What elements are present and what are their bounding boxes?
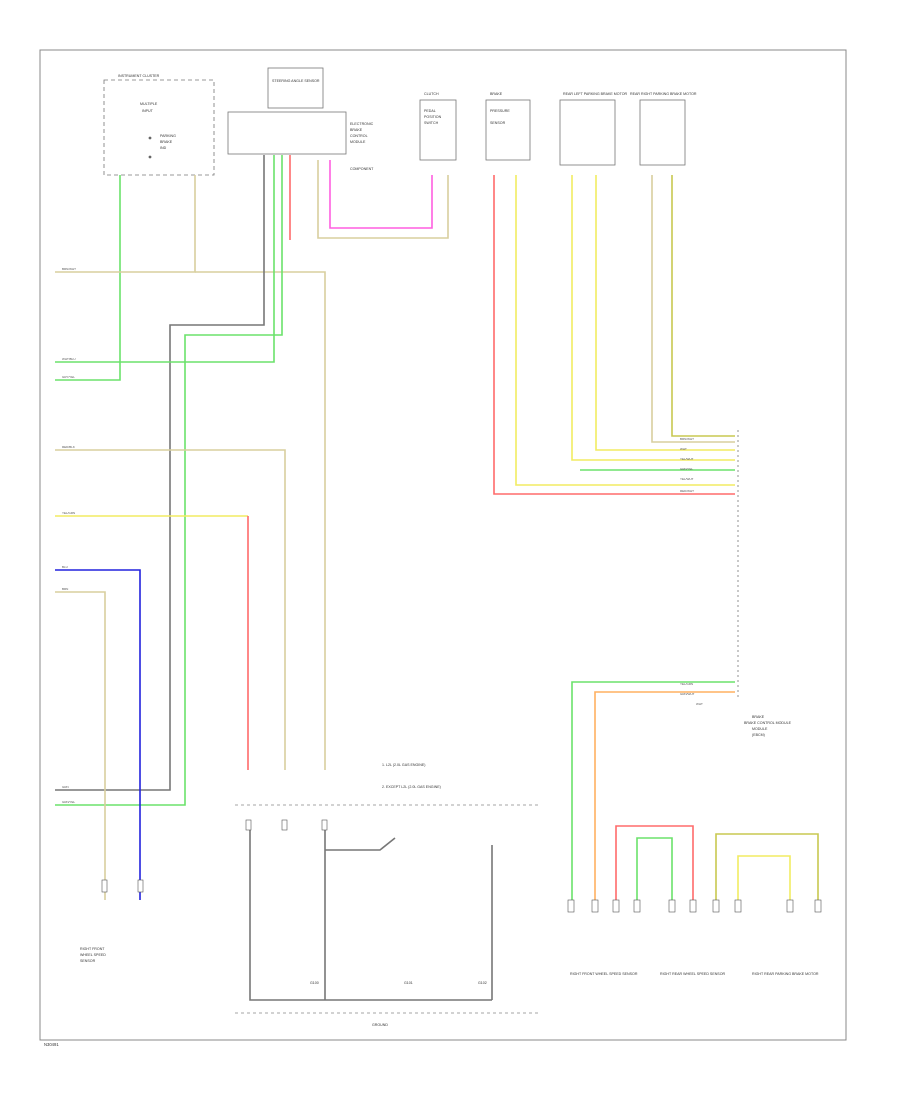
rear-left-parking-motor: REAR LEFT PARKING BRAKE MOTOR — [559, 92, 628, 166]
svg-text:SENSOR: SENSOR — [80, 959, 96, 963]
svg-text:COMPONENT: COMPONENT — [350, 167, 374, 171]
svg-text:YEL/GRN: YEL/GRN — [680, 682, 693, 686]
svg-text:INSTRUMENT CLUSTER: INSTRUMENT CLUSTER — [118, 74, 160, 78]
svg-text:WHEEL SPEED: WHEEL SPEED — [80, 953, 106, 957]
svg-text:G100: G100 — [310, 981, 319, 985]
wire-blue — [55, 569, 141, 900]
svg-text:GRN/YEL: GRN/YEL — [680, 467, 694, 471]
svg-text:BLU: BLU — [62, 565, 68, 569]
svg-text:BRN: BRN — [62, 587, 68, 591]
right-wire-labels: BRN/WHT WHT YEL/WHT GRN/YEL YEL/WHT RED/… — [680, 437, 703, 706]
svg-text:GRY/YEL: GRY/YEL — [62, 375, 75, 379]
diagram-frame — [39, 49, 847, 1041]
svg-text:PEDAL: PEDAL — [424, 109, 436, 113]
wire-yellow-loop — [737, 855, 791, 900]
svg-text:PARKING: PARKING — [160, 134, 176, 138]
svg-text:BRAKE: BRAKE — [752, 715, 765, 719]
svg-text:YEL/GRN: YEL/GRN — [62, 511, 75, 515]
wire-brown-3 — [55, 449, 286, 770]
svg-text:(EBCM): (EBCM) — [752, 733, 765, 737]
svg-text:SWITCH: SWITCH — [424, 121, 439, 125]
instrument-cluster: INSTRUMENT CLUSTER MULTIPLE INPUT PARKIN… — [103, 74, 215, 176]
svg-text:RED/BLK: RED/BLK — [62, 445, 75, 449]
wire-tan — [317, 160, 449, 239]
rear-right-parking-motor: REAR RIGHT PARKING BRAKE MOTOR — [630, 92, 697, 166]
svg-text:1. L2L (2.0L GAS ENGINE): 1. L2L (2.0L GAS ENGINE) — [382, 763, 425, 767]
rr-motor-label: RIGHT REAR PARKING BRAKE MOTOR — [752, 972, 819, 976]
left-wire-labels: BRN/WHT WHT/BLU GRY/YEL RED/BLK YEL/GRN … — [62, 267, 76, 804]
svg-text:RED/WHT: RED/WHT — [680, 489, 694, 493]
svg-text:G102: G102 — [478, 981, 487, 985]
switch — [325, 837, 396, 851]
footer-code: N30491 — [44, 1042, 59, 1047]
pressure-sensor: BRAKE PRESSURE SENSOR — [485, 92, 531, 161]
svg-text:G101: G101 — [404, 981, 413, 985]
wire-green-2 — [55, 155, 283, 806]
svg-text:CONTROL: CONTROL — [350, 134, 368, 138]
wire-orange-bottom — [594, 691, 735, 900]
svg-text:MODULE: MODULE — [752, 727, 768, 731]
svg-text:IND: IND — [160, 146, 167, 150]
svg-text:CLUTCH: CLUTCH — [424, 92, 439, 96]
svg-text:BRAKE CONTROL MODULE: BRAKE CONTROL MODULE — [744, 721, 792, 725]
svg-text:WHT: WHT — [680, 447, 687, 451]
svg-text:ELECTRONIC: ELECTRONIC — [350, 122, 374, 126]
wire-gray-1 — [55, 155, 265, 791]
svg-text:INPUT: INPUT — [142, 109, 154, 113]
svg-text:SENSOR: SENSOR — [490, 121, 506, 125]
wire-yellow-right-1 — [515, 175, 735, 486]
steering-angle-sensor: STEERING ANGLE SENSOR ELECTRONIC BRAKE C… — [227, 67, 374, 171]
svg-text:WHT/BLU: WHT/BLU — [62, 357, 76, 361]
wire-red-loop — [615, 825, 694, 900]
wire-tan-right — [651, 175, 735, 443]
rf-wheel-label: RIGHT FRONT WHEEL SPEED SENSOR — [570, 972, 638, 976]
wire-brown-1 — [55, 175, 196, 273]
svg-text:POSITION: POSITION — [424, 115, 442, 119]
wire-olive-right — [671, 175, 735, 437]
svg-text:2. EXCEPT L2L (2.0L GAS ENGINE: 2. EXCEPT L2L (2.0L GAS ENGINE) — [382, 785, 441, 789]
svg-text:MULTIPLE: MULTIPLE — [140, 102, 158, 106]
svg-text:BRAKE: BRAKE — [490, 92, 503, 96]
ground-label: GROUND — [372, 1023, 388, 1027]
brake-control-module: BRAKE BRAKE CONTROL MODULE MODULE (EBCM) — [737, 430, 792, 737]
clutch-switch: CLUTCH PEDAL POSITION SWITCH — [419, 92, 457, 161]
svg-text:GRN/WHT: GRN/WHT — [680, 692, 694, 696]
wire-green-3 — [55, 155, 275, 363]
svg-text:PRESSURE: PRESSURE — [490, 109, 510, 113]
left-bottom-component: RIGHT FRONT WHEEL SPEED SENSOR — [80, 947, 106, 963]
wire-green-loop — [636, 837, 673, 900]
svg-text:REAR RIGHT PARKING BRAKE MOTOR: REAR RIGHT PARKING BRAKE MOTOR — [630, 92, 697, 96]
ground-labels: G100 G101 G102 — [310, 981, 487, 985]
svg-text:BRN/WHT: BRN/WHT — [680, 437, 694, 441]
wire-pink — [329, 160, 433, 229]
wire-tan-2 — [55, 591, 106, 900]
wire-red-right — [493, 175, 735, 495]
svg-text:YEL/WHT: YEL/WHT — [680, 477, 694, 481]
svg-text:GRN: GRN — [62, 785, 69, 789]
svg-text:RIGHT FRONT: RIGHT FRONT — [80, 947, 105, 951]
wire-olive-loop — [715, 833, 819, 900]
svg-text:STEERING ANGLE SENSOR: STEERING ANGLE SENSOR — [272, 79, 320, 83]
wire-yellow-right-2 — [571, 175, 735, 461]
notes: 1. L2L (2.0L GAS ENGINE) 2. EXCEPT L2L (… — [382, 763, 441, 789]
wire-green-bottom — [571, 681, 735, 900]
ground-bus — [249, 820, 492, 1001]
svg-text:BRAKE: BRAKE — [350, 128, 363, 132]
connector-pins — [101, 819, 822, 913]
svg-text:BRAKE: BRAKE — [160, 140, 173, 144]
svg-text:MODULE: MODULE — [350, 140, 366, 144]
wire-brown-2 — [195, 271, 326, 770]
svg-text:REAR LEFT PARKING BRAKE MOTOR: REAR LEFT PARKING BRAKE MOTOR — [563, 92, 628, 96]
rear-speed-label: RIGHT REAR WHEEL SPEED SENSOR — [660, 972, 726, 976]
svg-text:WHT: WHT — [696, 702, 703, 706]
wire-green-1 — [55, 175, 121, 381]
svg-text:BRN/WHT: BRN/WHT — [62, 267, 76, 271]
svg-text:YEL/WHT: YEL/WHT — [680, 457, 694, 461]
wire-yellow-right-3 — [595, 175, 735, 451]
svg-text:GRN/YEL: GRN/YEL — [62, 800, 76, 804]
